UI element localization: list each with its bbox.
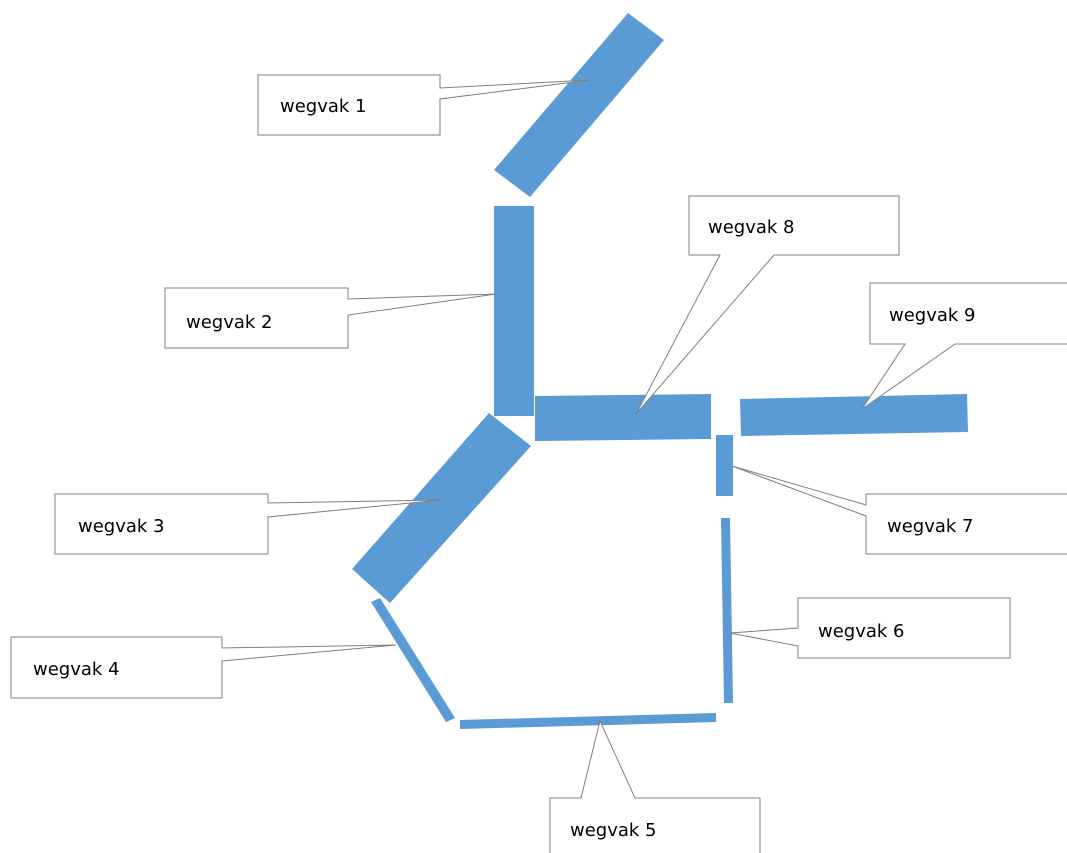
callout-label: wegvak 6 xyxy=(818,621,905,642)
road-segment-3 xyxy=(352,413,531,603)
road-segment-7 xyxy=(716,435,733,496)
callout-wegvak-8: wegvak 8 xyxy=(635,195,900,415)
road-segment-5 xyxy=(460,713,716,729)
road-segment-4 xyxy=(371,598,455,722)
callout-wegvak-9: wegvak 9 xyxy=(861,282,1067,410)
callout-label: wegvak 8 xyxy=(708,217,795,238)
road-segment-9 xyxy=(740,394,968,436)
road-segment-1 xyxy=(494,13,664,197)
road-segment-2 xyxy=(494,206,534,416)
callout-wegvak-1: wegvak 1 xyxy=(257,74,591,136)
road-segment-6 xyxy=(721,518,733,703)
callout-label: wegvak 1 xyxy=(280,96,367,117)
callout-wegvak-6: wegvak 6 xyxy=(729,597,1011,659)
callout-label: wegvak 2 xyxy=(186,312,273,333)
road-segment-8 xyxy=(535,394,711,441)
callout-wegvak-3: wegvak 3 xyxy=(54,493,442,555)
callout-wegvak-4: wegvak 4 xyxy=(10,636,397,699)
callout-wegvak-5: wegvak 5 xyxy=(549,719,761,853)
callout-label: wegvak 3 xyxy=(78,516,165,537)
callout-label: wegvak 4 xyxy=(33,659,120,680)
callout-label: wegvak 9 xyxy=(889,305,976,326)
callout-label: wegvak 7 xyxy=(887,516,974,537)
callout-label: wegvak 5 xyxy=(570,820,657,841)
callout-wegvak-7: wegvak 7 xyxy=(731,465,1067,555)
callout-wegvak-2: wegvak 2 xyxy=(164,287,497,349)
